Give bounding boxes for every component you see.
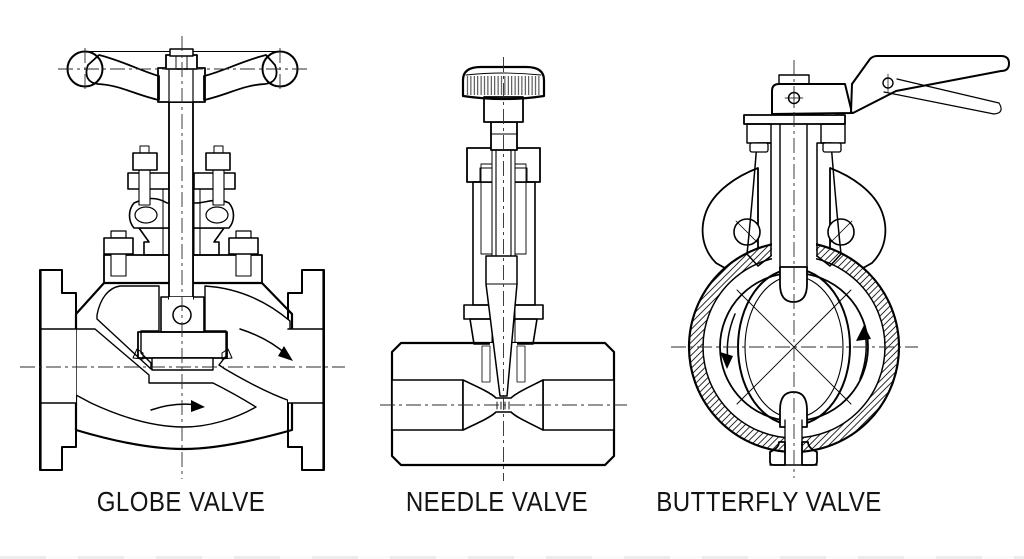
butterfly-valve-figure	[671, 56, 1009, 478]
butterfly-valve-label: BUTTERFLY VALVE	[656, 486, 882, 517]
globe-valve-label: GLOBE VALVE	[96, 486, 266, 517]
globe-valve-figure	[20, 36, 345, 479]
needle-valve-figure	[380, 57, 627, 481]
needle-valve-label: NEEDLE VALVE	[405, 486, 589, 517]
scan-edge-artifact	[0, 556, 1024, 559]
lever-handle	[851, 56, 1009, 113]
